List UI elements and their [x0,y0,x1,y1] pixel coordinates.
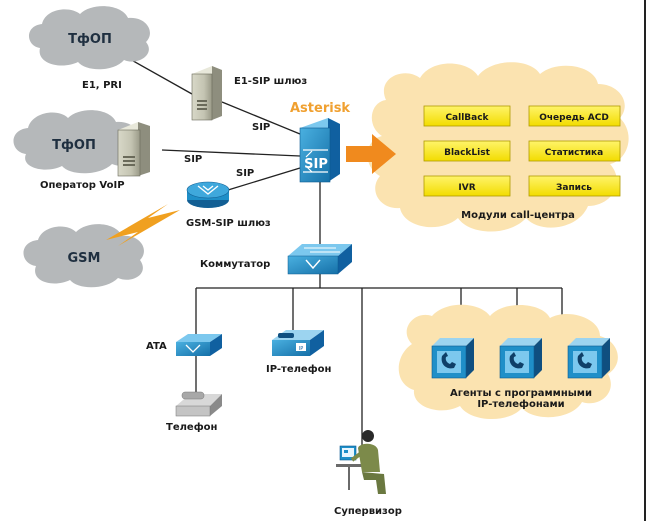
cloud-tfop-top: ТфОП [29,6,150,70]
label-sip-1: SIP [252,122,270,133]
voip-operator-server [117,122,150,177]
agent-terminal-2 [499,338,542,379]
module-blacklist-label: BlackList [444,148,491,158]
module-boxes: CallBack Очередь ACD BlackList Статистик… [423,105,621,197]
module-box-blacklist [423,140,511,162]
module-box-recording [528,175,621,197]
module-box-acd-queue [528,105,621,127]
module-box-ivr [423,175,511,197]
module-statistics-label: Статистика [545,148,603,158]
label-agents-line1: Агенты с программными [450,388,592,399]
supervisor-figure [336,430,386,494]
agent-terminal-1 [431,338,474,379]
lightning-icon [106,204,180,246]
module-ivr-label: IVR [458,183,475,193]
module-box-callback [423,105,511,127]
module-callback-label: CallBack [445,113,489,123]
label-switch: Коммутатор [200,259,270,270]
module-box-statistics [528,140,621,162]
cloud-tfop-mid-label: ТфОП [52,138,96,153]
label-ip-phone: IP-телефон [266,363,332,375]
label-e1-sip-gateway: E1-SIP шлюз [234,76,307,87]
label-asterisk: Asterisk [290,101,350,116]
label-operator-voip: Оператор VoIP [40,180,125,191]
cloud-gsm-label: GSM [68,251,101,266]
e1-sip-gateway-server [191,66,222,121]
label-gsm-sip-gateway: GSM-SIP шлюз [186,218,271,229]
big-orange-arrow-icon [346,134,396,174]
ip-phone-device: IP [272,330,324,356]
agent-terminal-3 [567,338,610,379]
label-e1-pri: E1, PRI [82,80,122,91]
label-sip-2: SIP [184,154,202,165]
cloud-gsm: GSM [23,224,144,288]
label-agents-line2: IP-телефонами [477,398,564,410]
label-ata: ATA [146,341,167,352]
asterisk-sip-server: SIP [299,118,340,183]
sip-box-label: SIP [304,157,328,172]
label-supervisor: Супервизор [334,506,402,517]
network-switch [287,244,352,275]
modules-title: Модули call-центра [461,210,575,221]
cloud-tfop-top-label: ТфОП [68,32,112,47]
gsm-sip-gateway-router [186,181,230,208]
module-recording-label: Запись [556,183,592,193]
svg-text:IP: IP [299,346,304,352]
label-phone: Телефон [166,421,218,433]
label-sip-3: SIP [236,168,254,179]
analog-phone-device [175,391,222,417]
module-acd-queue-label: Очередь ACD [539,113,609,123]
ata-device [176,334,222,356]
cloud-tfop-mid: ТфОП [13,110,138,174]
